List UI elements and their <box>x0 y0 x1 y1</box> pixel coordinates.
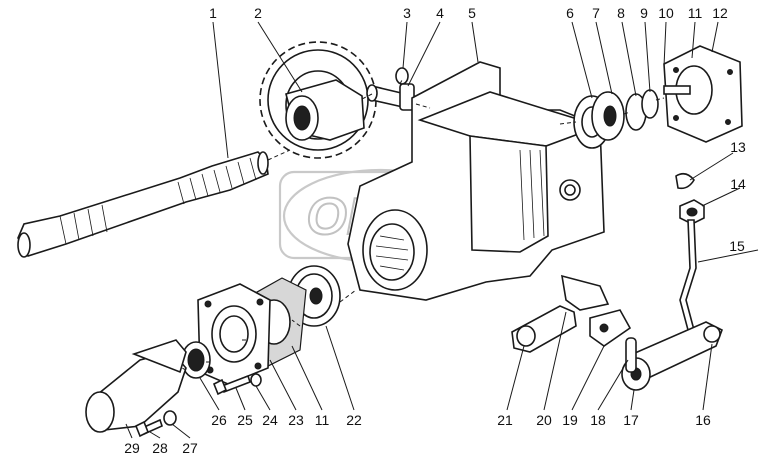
part-lip-seal <box>181 341 211 379</box>
callout-7: 7 <box>592 5 600 21</box>
callout-11-lower: 11 <box>315 412 330 428</box>
callout-1: 1 <box>209 5 217 21</box>
part-lever <box>621 321 724 391</box>
callout-14: 14 <box>730 176 746 192</box>
callout-9: 9 <box>640 5 648 21</box>
part-washer-27 <box>163 410 177 426</box>
callout-4: 4 <box>436 5 444 21</box>
part-shaft <box>17 151 269 258</box>
callout-10: 10 <box>658 5 674 21</box>
part-washer-24 <box>250 373 262 387</box>
part-pin <box>625 337 637 373</box>
callout-23: 23 <box>288 412 304 428</box>
part-bolt-25 <box>212 374 252 396</box>
callout-24: 24 <box>262 412 278 428</box>
leader-lines <box>125 21 759 439</box>
callout-17: 17 <box>623 412 639 428</box>
callout-3: 3 <box>403 5 411 21</box>
part-cover-plate <box>663 45 743 143</box>
callout-19: 19 <box>562 412 578 428</box>
callout-5: 5 <box>468 5 476 21</box>
part-ring <box>395 67 409 85</box>
callout-11: 11 <box>688 5 703 21</box>
guide-lines <box>181 79 665 371</box>
part-gear <box>259 41 377 159</box>
part-plate-21 <box>511 305 577 353</box>
callout-15: 15 <box>729 238 745 254</box>
callout-20: 20 <box>536 412 552 428</box>
callout-26: 26 <box>211 412 227 428</box>
part-clip <box>675 172 695 190</box>
part-end-cap <box>85 339 187 433</box>
callout-13: 13 <box>730 139 746 155</box>
callout-16: 16 <box>695 412 711 428</box>
callout-18: 18 <box>590 412 606 428</box>
part-housing <box>347 61 605 301</box>
callout-12: 12 <box>712 5 728 21</box>
callout-2: 2 <box>254 5 262 21</box>
part-bolt-28 <box>134 418 163 438</box>
callout-28: 28 <box>152 440 168 456</box>
part-bearing-right <box>573 91 625 149</box>
callout-21: 21 <box>497 412 513 428</box>
callout-22: 22 <box>346 412 362 428</box>
callout-29: 29 <box>124 440 140 456</box>
callout-25: 25 <box>237 412 253 428</box>
callout-27: 27 <box>182 440 198 456</box>
callout-labels: 1 2 3 4 5 6 7 8 9 10 11 12 13 14 15 16 1… <box>124 5 746 456</box>
part-seal <box>625 89 659 131</box>
callout-8: 8 <box>617 5 625 21</box>
part-rod <box>679 219 697 331</box>
callout-6: 6 <box>566 5 574 21</box>
part-nut <box>679 199 705 225</box>
part-bracket <box>561 274 632 347</box>
